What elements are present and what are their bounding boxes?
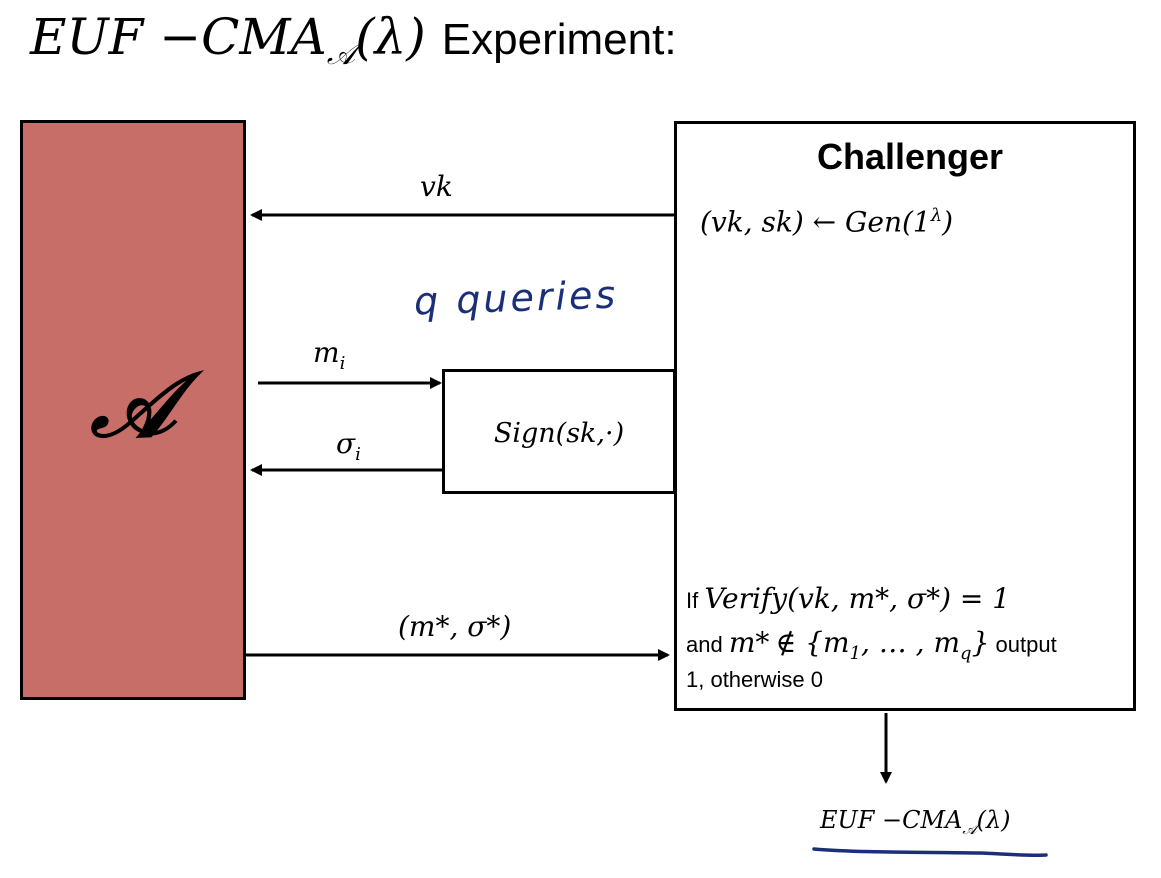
sigma-label: σi	[336, 427, 361, 465]
page-title: EUF −CMA𝒜(λ) Experiment:	[30, 8, 677, 88]
verify-expression: Verify(vk, m*, σ*) = 1	[704, 582, 1011, 615]
adversary-label: 𝒜	[90, 352, 176, 458]
output-label: EUF −CMA𝒜(λ)	[820, 806, 1011, 838]
adversary-box	[20, 120, 246, 700]
title-word: Experiment:	[441, 15, 677, 64]
verify-line-1: If Verify(vk, m*, σ*) = 1	[686, 577, 1126, 621]
output-underline-stroke	[812, 847, 1048, 858]
verify-line-2: and m* ∉ {m1, … , mq} output	[686, 621, 1126, 665]
sign-oracle-label: Sign(sk,·)	[493, 418, 625, 449]
title-math: EUF −CMA𝒜(λ)	[30, 8, 426, 72]
forgery-label: (m*, σ*)	[398, 610, 512, 643]
verify-condition: If Verify(vk, m*, σ*) = 1 and m* ∉ {m1, …	[686, 577, 1126, 709]
sign-oracle-box	[442, 369, 676, 494]
keygen-expression: (vk, sk) ← Gen(1λ)	[700, 205, 954, 239]
notin-expression: ∉ {m1, … , mq}	[775, 626, 990, 664]
and-word: and	[686, 632, 723, 657]
challenger-box	[674, 121, 1136, 711]
output-word: output	[995, 632, 1057, 657]
mi-label: mi	[313, 336, 346, 374]
mstar-term: m*	[728, 626, 770, 659]
if-word: If	[686, 588, 699, 613]
challenger-title: Challenger	[816, 136, 1004, 177]
handwritten-annotation: q queries	[413, 272, 619, 324]
verify-line-3: 1, otherwise 0	[686, 667, 823, 692]
vk-label: vk	[420, 170, 453, 203]
